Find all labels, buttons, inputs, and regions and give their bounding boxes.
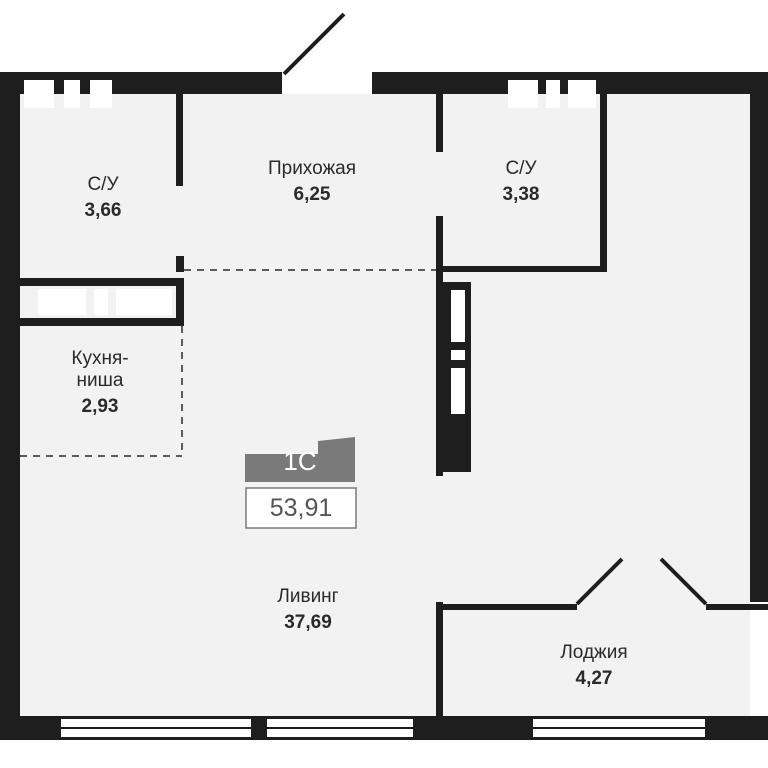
room-name: Лоджия — [560, 642, 628, 663]
room-name: Прихожая — [267, 158, 357, 179]
room-area: 4,27 — [575, 667, 613, 689]
room-kitchen-niche: Кухня- ниша 2,93 — [40, 348, 160, 418]
room-hallway: Прихожая 6,25 — [232, 158, 392, 206]
apartment-total-area: 53,91 — [269, 494, 333, 522]
room-area: 2,93 — [81, 395, 119, 417]
bottom-windows — [59, 717, 707, 739]
apartment-area-badge — [245, 487, 357, 529]
room-area: 37,69 — [284, 611, 332, 633]
room-name: С/У — [505, 158, 537, 179]
room-area: 3,66 — [84, 199, 122, 221]
apartment-type-label: 1C — [283, 446, 317, 476]
floor-area — [20, 94, 750, 716]
kitchen-counter-slots — [38, 289, 172, 315]
room-living: Ливинг 37,69 — [238, 586, 378, 634]
loggia-doors — [575, 557, 708, 606]
wall-cabinet-slots — [451, 290, 465, 414]
room-name-line2: ниша — [76, 369, 124, 391]
room-area: 3,38 — [502, 183, 540, 205]
room-bathroom-left: С/У 3,66 — [48, 174, 158, 222]
top-vents — [24, 80, 596, 108]
room-name: Ливинг — [277, 586, 339, 607]
apartment-type-badge — [245, 437, 355, 482]
zone-boundaries — [20, 269, 436, 457]
room-bathroom-right: С/У 3,38 — [466, 158, 576, 206]
room-name: С/У — [87, 174, 119, 195]
room-area: 6,25 — [293, 183, 331, 205]
room-loggia: Лоджия 4,27 — [524, 642, 664, 690]
room-name-line1: Кухня- — [71, 348, 129, 369]
entry-door — [282, 12, 346, 76]
